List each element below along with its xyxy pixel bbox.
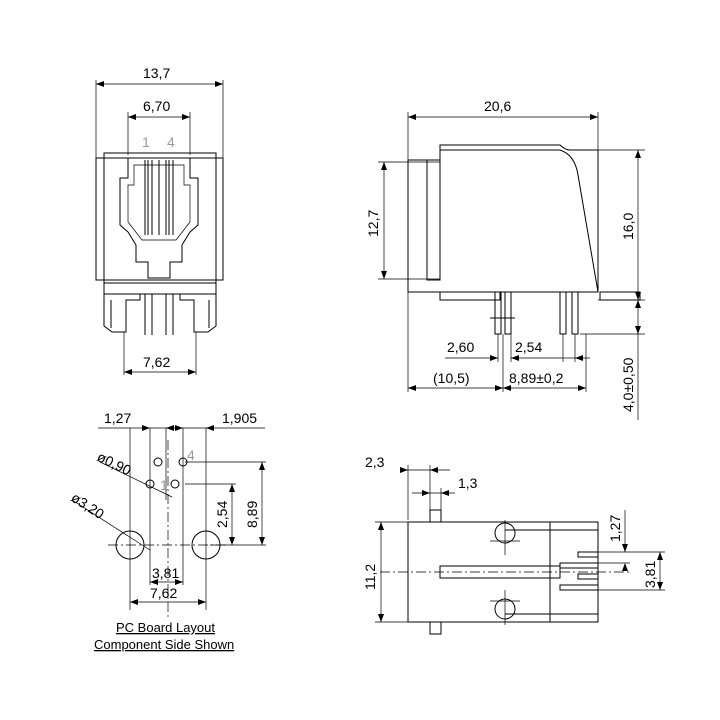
dim-post-spacing-label: 7,62 xyxy=(143,354,170,370)
dim-length-label: 20,6 xyxy=(484,98,511,114)
dim-pin-width-label: 1,3 xyxy=(458,475,478,491)
dim-pin-pitch-label: 2,54 xyxy=(515,339,542,355)
dim-pin-offset-label: 2,60 xyxy=(447,339,474,355)
dim-pin-length-label: 4,0±0,50 xyxy=(620,357,636,412)
dim-edge-offset-label: 1,27 xyxy=(104,410,131,426)
dim-offset-label: 2,3 xyxy=(365,454,385,470)
dim-opening-label: 6,70 xyxy=(143,98,170,114)
pcb-pin-label-4: 4 xyxy=(187,447,195,463)
dim-small-hole-label: ø0,90 xyxy=(95,448,134,478)
pcb-pin-label-1: 1 xyxy=(160,477,168,493)
pcb-title-line1: PC Board Layout xyxy=(116,620,215,635)
dim-post-to-back-label: 8,89±0,2 xyxy=(509,370,564,386)
dim-height-label: 16,0 xyxy=(620,213,636,240)
pcb-layout: 1,27 1,905 1 4 ø0,90 ø3,20 xyxy=(68,410,266,652)
dim-pitch-vertical-label: 2,54 xyxy=(214,501,230,528)
dim-front-to-post-label: (10,5) xyxy=(433,370,470,386)
dim-width-label: 13,7 xyxy=(143,65,170,81)
dim-bottom-pin-span-label: 3,81 xyxy=(642,561,658,588)
dim-pcb-post-spacing-label: 7,62 xyxy=(150,585,177,601)
dim-hole-to-post-label: 8,89 xyxy=(244,501,260,528)
pin-label-1: 1 xyxy=(142,134,150,150)
dim-row-offset-label: 1,905 xyxy=(222,410,257,426)
dim-bottom-height-label: 11,2 xyxy=(362,564,378,590)
dim-large-hole-label: ø3,20 xyxy=(68,489,107,522)
bottom-view: 2,3 1,3 11,2 xyxy=(362,454,665,635)
side-view: 20,6 12,7 16,0 xyxy=(365,98,645,420)
dim-pin-spacing-label: 1,27 xyxy=(607,515,623,542)
dim-face-height-label: 12,7 xyxy=(365,210,381,237)
pin-label-4: 4 xyxy=(167,134,175,150)
pcb-title-line2: Component Side Shown xyxy=(94,637,234,652)
front-view: 13,7 6,70 1 4 xyxy=(95,65,224,375)
dim-pin-span-label: 3,81 xyxy=(152,565,179,581)
